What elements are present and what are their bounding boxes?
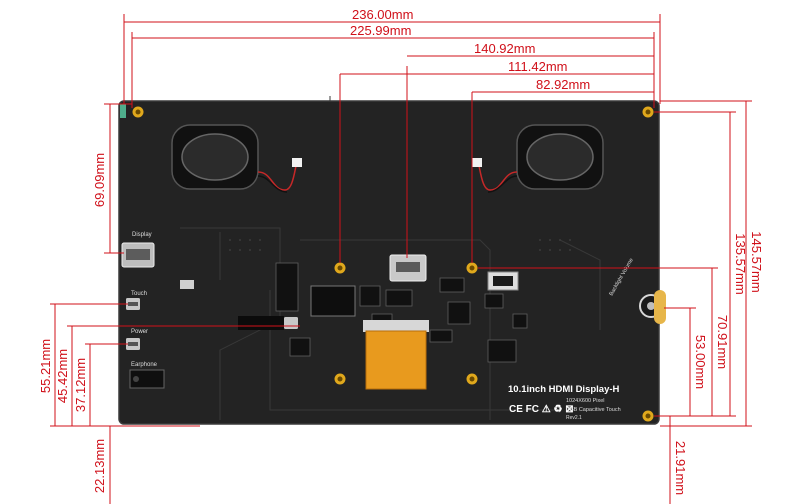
dim-left-earphone: 37.12mm [73,358,88,412]
label-port-display: Display [132,232,152,238]
dimension-lines [50,14,752,504]
dim-right-lower-hole: 53.00mm [693,335,708,389]
label-resolution: 1024X600 Pixel [566,398,605,404]
board-corner-tab [120,104,126,118]
dim-top-overall: 236.00mm [352,7,413,22]
dim-left-touch: 55.21mm [38,339,53,393]
dim-left-bottom-offset: 22.13mm [92,439,107,493]
mounting-hole-low-left [334,373,346,385]
jst-connector-inner [493,276,513,286]
power-usb-port [126,338,140,350]
cutout-left [238,316,284,330]
main-chip [310,285,356,317]
ffc-cable [363,320,429,390]
speaker-connector-left [292,158,302,167]
speaker-wires [257,165,518,193]
dim-top-mid-hole: 111.42mm [508,59,568,74]
mounting-hole-mid-left [334,262,346,274]
speaker-left [171,124,259,190]
speaker-right [516,124,604,190]
side-switch [180,280,194,289]
dim-top-hdmi: 140.92mm [474,41,535,56]
label-port-touch: Touch [131,291,147,297]
backlight-wheel [654,290,666,324]
board-dot-grid [229,239,571,251]
display-hdmi-port [121,242,155,268]
dim-left-display: 69.09mm [92,153,107,207]
label-touch-type: USB Capacitive Touch [566,407,621,413]
micro-usb-center [284,317,298,329]
dim-top-holes: 225.99mm [350,23,411,38]
label-product-name: 10.1inch HDMI Display-H [508,384,620,395]
board-edge-highlight [118,100,660,425]
touch-usb-port [126,298,140,310]
dim-right-mid-holes: 70.91mm [715,315,730,369]
label-certifications: CE FC ⚠ ♻ ⊠ [509,404,574,415]
dim-right-holes: 135.57mm [733,233,748,294]
speaker-connector-right [472,158,482,167]
mounting-hole-top-right [642,106,654,118]
smd-components [275,262,528,363]
hdmi-input-connector-inner [396,262,420,272]
dim-top-ffc: 82.92mm [536,77,590,92]
mounting-hole-bottom-right [642,410,654,422]
mounting-hole-low-right [466,373,478,385]
earphone-jack [129,369,165,389]
label-revision: Rev2.1 [566,415,582,421]
dim-left-power: 45.42mm [55,349,70,403]
label-port-earphone: Earphone [131,362,158,368]
label-port-power: Power [131,329,148,335]
dim-right-overall: 145.57mm [749,231,764,292]
mounting-hole-mid-right [466,262,478,274]
mounting-hole-top-left [132,106,144,118]
dim-right-bottom-offset: 21.91mm [673,441,688,495]
